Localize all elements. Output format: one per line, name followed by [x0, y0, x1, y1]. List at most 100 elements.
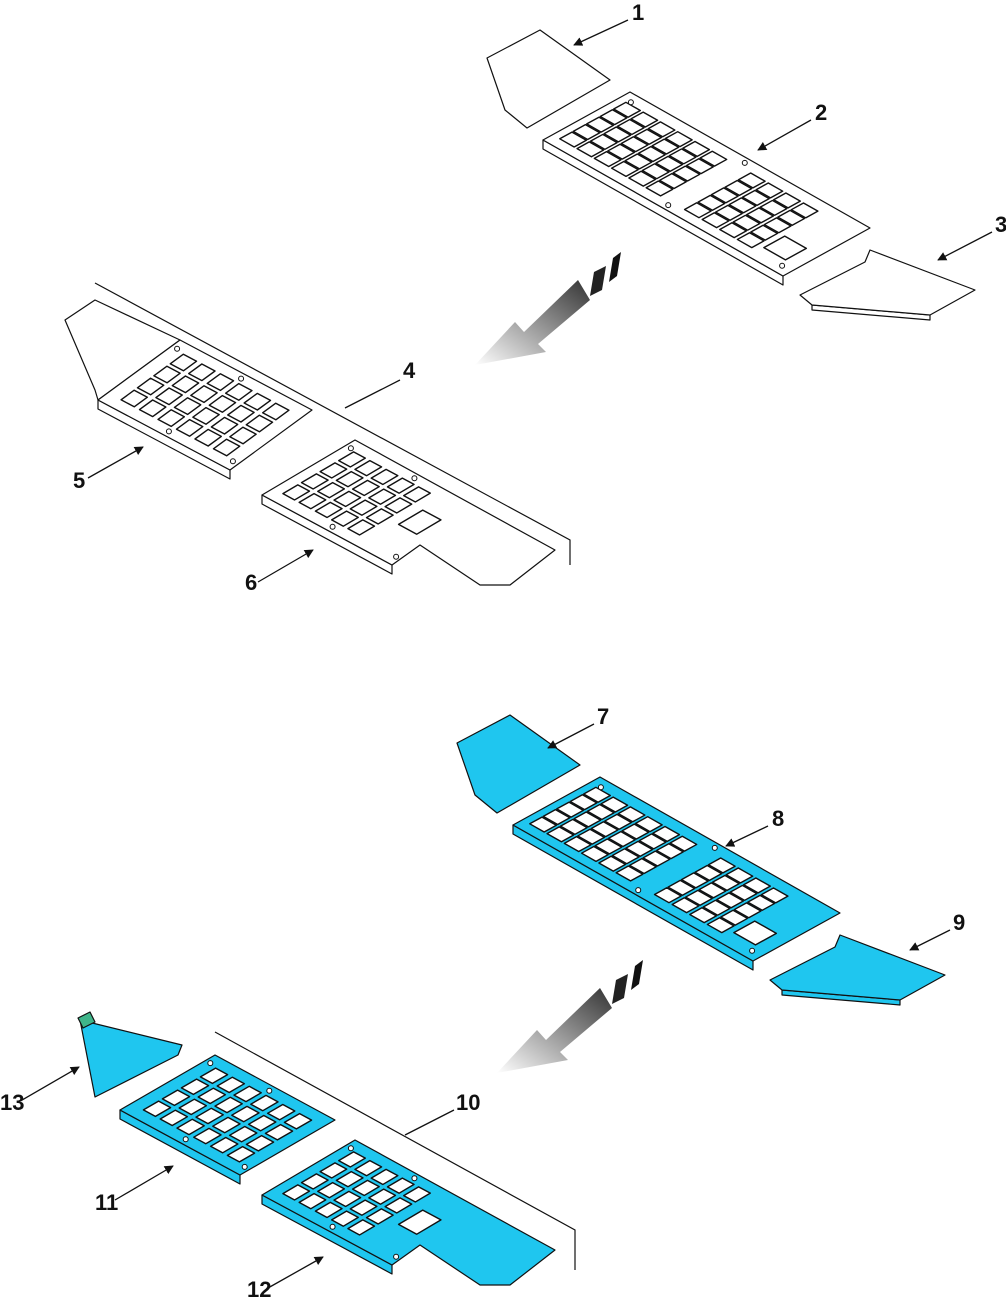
display-cutout	[763, 235, 808, 261]
key-cutout	[641, 163, 670, 180]
key-cutout	[214, 1096, 243, 1114]
key-cutout	[216, 1076, 246, 1094]
key-cutout	[190, 385, 218, 404]
mounting-hole	[266, 1087, 273, 1094]
plate-surface	[119, 1054, 336, 1176]
mounting-hole	[329, 523, 336, 530]
mounting-hole	[393, 1253, 400, 1260]
key-cutout	[161, 1089, 191, 1107]
key-cutout	[580, 845, 609, 863]
key-cutout	[667, 879, 696, 896]
key-cutout	[698, 882, 727, 899]
key-cutout	[719, 222, 748, 239]
key-cutout	[231, 1105, 260, 1123]
main-keyboard-plate	[512, 776, 841, 971]
callout-number-12: 12	[247, 1277, 271, 1298]
key-cutout	[664, 130, 693, 148]
key-cutout	[138, 399, 167, 418]
key-cutout	[157, 409, 186, 428]
mounting-hole	[411, 1175, 418, 1182]
key-cutout	[743, 877, 771, 894]
leader-line	[725, 825, 769, 847]
panel-surface	[799, 249, 976, 316]
key-cutout	[576, 141, 605, 158]
key-cutout	[621, 823, 650, 840]
callout-11: 11	[95, 1165, 174, 1215]
key-cutout	[741, 189, 770, 207]
end-panel-right	[769, 934, 946, 1006]
key-cutout	[586, 116, 615, 133]
key-cutout	[569, 794, 598, 811]
key-cutout	[669, 835, 698, 852]
key-cutout	[403, 1186, 431, 1203]
key-cutout	[701, 212, 730, 229]
key-cutout	[763, 217, 792, 234]
key-cutout	[707, 857, 736, 874]
key-cutout	[583, 786, 611, 803]
key-cutout	[386, 1177, 415, 1194]
mounting-hole	[241, 1163, 248, 1170]
key-cutout	[638, 833, 667, 850]
key-cutout	[546, 826, 575, 843]
key-cutout	[347, 519, 376, 536]
key-cutout	[351, 479, 380, 497]
key-cutout	[634, 128, 663, 145]
mounting-hole	[749, 947, 756, 954]
end-panel-right	[799, 249, 976, 321]
key-cutout	[603, 126, 632, 143]
arrow-bar	[609, 252, 621, 282]
mounting-hole	[711, 844, 718, 851]
key-cutout	[333, 1190, 362, 1208]
key-cutout	[212, 438, 241, 457]
key-cutout	[746, 207, 775, 224]
key-cutout	[338, 1151, 366, 1168]
callout-number-6: 6	[245, 570, 257, 595]
bracket-tab	[77, 1011, 96, 1029]
key-cutout	[175, 418, 204, 437]
key-cutout	[736, 232, 765, 249]
key-cutout	[697, 194, 726, 211]
callout-5: 5	[73, 446, 144, 493]
key-cutout	[672, 165, 701, 182]
plate-surface	[261, 439, 556, 586]
key-cutout	[261, 402, 290, 421]
key-cutout	[224, 382, 253, 401]
callout-number-5: 5	[73, 468, 85, 493]
key-cutout	[680, 872, 709, 889]
key-cutout	[529, 816, 558, 833]
key-cutout	[365, 508, 394, 525]
key-cutout	[651, 138, 680, 155]
key-cutout	[176, 1118, 205, 1136]
key-cutout	[725, 867, 754, 884]
key-cutout	[655, 155, 684, 172]
key-cutout	[604, 813, 633, 830]
key-cutout	[653, 887, 682, 904]
key-cutout	[233, 1085, 262, 1103]
key-cutout	[630, 111, 659, 128]
key-cutout	[637, 145, 666, 163]
callout-6: 6	[245, 549, 314, 595]
leader-line	[547, 723, 595, 749]
leader-line	[344, 379, 401, 409]
key-cutout	[333, 490, 362, 508]
key-cutout	[354, 1159, 383, 1177]
key-cutout	[351, 1179, 380, 1197]
callout-number-8: 8	[772, 806, 784, 831]
key-cutout	[628, 857, 657, 875]
key-cutout	[599, 109, 628, 126]
key-cutout	[317, 1181, 346, 1199]
key-cutout	[228, 1125, 258, 1143]
bracket-surface	[79, 1019, 183, 1098]
key-cutout	[590, 821, 619, 838]
key-cutout	[610, 160, 639, 178]
right-keypad-plate	[261, 1139, 556, 1286]
arrow-bar	[590, 266, 606, 296]
key-cutout	[209, 1136, 239, 1154]
key-cutout	[573, 811, 602, 828]
key-cutout	[790, 202, 819, 219]
key-cutout	[706, 917, 735, 934]
key-cutout	[720, 909, 749, 926]
key-cutout	[173, 397, 202, 416]
key-cutout	[354, 459, 383, 477]
mounting-hole	[229, 458, 236, 465]
